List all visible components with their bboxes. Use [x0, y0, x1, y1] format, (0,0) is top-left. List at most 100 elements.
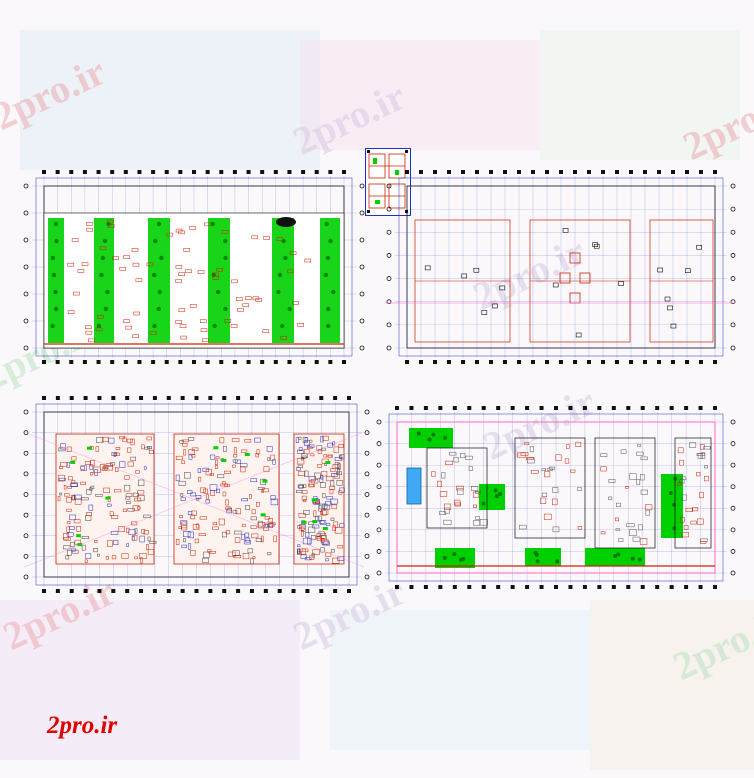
balcony-planter: [70, 460, 76, 464]
axis-marker: [83, 589, 88, 593]
furniture: [333, 446, 339, 453]
parking-bay: [86, 227, 93, 232]
parking-bay: [175, 228, 183, 233]
building-block: [514, 437, 586, 539]
column: [461, 273, 467, 279]
green-courtyard: [320, 218, 340, 343]
axis-marker: [640, 585, 645, 589]
furniture: [205, 499, 210, 504]
room-element: [552, 526, 560, 533]
axis-marker: [539, 585, 544, 589]
furniture: [235, 508, 241, 515]
axis-marker: [42, 589, 46, 593]
axis-marker: [395, 585, 399, 589]
axis-marker: [42, 360, 46, 364]
furniture: [180, 493, 184, 497]
furniture: [69, 526, 75, 530]
furniture: [308, 521, 314, 525]
tree: [276, 289, 281, 295]
axis-marker: [166, 396, 171, 400]
shrub: [498, 492, 503, 497]
furniture: [315, 535, 321, 539]
shrub: [616, 552, 621, 557]
furniture: [268, 518, 273, 523]
furniture: [305, 531, 310, 538]
axis-marker: [97, 396, 102, 400]
axis-marker: [249, 396, 254, 400]
furniture: [225, 506, 231, 510]
room-element: [454, 502, 461, 507]
axis-bubble: [364, 512, 370, 518]
furniture: [105, 463, 113, 467]
axis-bubble: [730, 276, 736, 281]
axis-marker: [277, 396, 282, 400]
tree: [159, 255, 164, 261]
axis-marker: [615, 360, 619, 364]
axis-marker: [192, 170, 196, 174]
axis-bubble: [23, 345, 29, 351]
furniture: [199, 516, 207, 520]
axis-bubble: [376, 549, 382, 554]
furniture: [312, 524, 320, 529]
furniture: [298, 512, 306, 518]
furniture: [302, 537, 311, 545]
room-element: [640, 489, 648, 495]
balcony-planter: [221, 458, 227, 462]
furniture: [119, 461, 126, 468]
axis-marker: [657, 170, 661, 174]
axis-marker: [151, 170, 156, 174]
furniture: [309, 555, 315, 560]
axis-marker: [409, 406, 414, 410]
tree: [153, 238, 158, 244]
axis-marker: [236, 396, 241, 400]
furniture: [66, 462, 70, 468]
axis-marker: [447, 360, 451, 364]
axis-marker: [452, 585, 457, 589]
parking-bay: [221, 230, 229, 234]
axis-marker: [260, 170, 265, 174]
furniture: [139, 553, 147, 560]
room-element: [552, 487, 559, 493]
axis-bubble: [359, 291, 365, 297]
axis-marker: [461, 170, 465, 174]
axis-marker: [611, 585, 616, 589]
axis-bubble: [364, 409, 370, 415]
room-element: [552, 498, 558, 506]
axis-marker: [517, 170, 521, 174]
shrub: [442, 555, 447, 560]
axis-marker: [328, 360, 333, 364]
furniture: [140, 557, 143, 564]
parking-bay: [86, 222, 93, 226]
furniture: [67, 520, 71, 525]
tree: [53, 306, 59, 312]
furniture: [331, 504, 338, 510]
axis-marker: [510, 406, 515, 410]
room-element: [547, 467, 553, 471]
axis-marker: [438, 585, 443, 589]
furniture: [248, 494, 252, 499]
furniture: [297, 551, 303, 555]
room-element: [703, 446, 711, 450]
axis-marker: [55, 170, 60, 174]
furniture: [146, 544, 149, 551]
parking-bay: [289, 251, 297, 255]
axis-marker: [423, 585, 428, 589]
furniture: [233, 447, 237, 454]
shrub: [534, 553, 539, 558]
axis-bubble: [730, 229, 736, 235]
parking-bay: [262, 329, 270, 334]
axis-bubble: [386, 206, 392, 212]
furniture: [200, 487, 206, 493]
room-element: [540, 497, 547, 504]
furniture: [235, 459, 241, 464]
furniture: [245, 505, 251, 510]
axis-marker: [314, 170, 319, 174]
parking-bay: [263, 236, 270, 240]
axis-bubble: [386, 229, 392, 235]
axis-marker: [559, 360, 563, 364]
room-element: [443, 507, 450, 514]
furniture: [73, 519, 81, 524]
shrub: [637, 557, 642, 562]
furniture: [187, 511, 193, 516]
furniture: [311, 535, 317, 540]
